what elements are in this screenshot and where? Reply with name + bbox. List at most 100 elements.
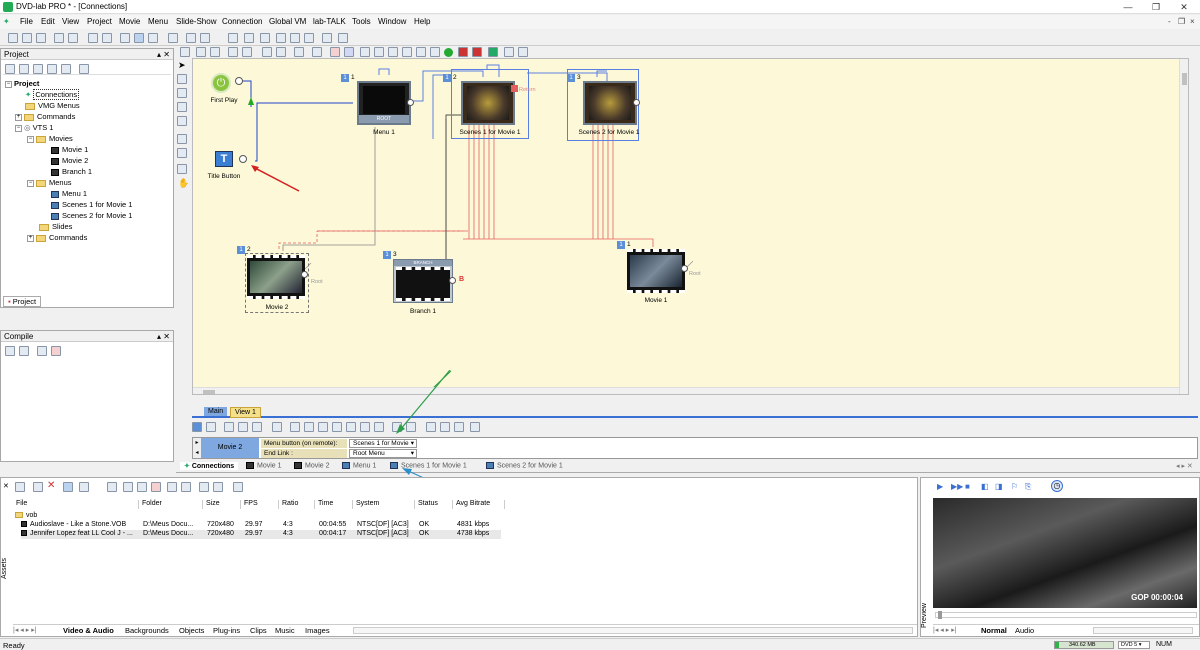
menu-global-vm[interactable]: Global VM bbox=[269, 17, 307, 26]
movie1-port[interactable] bbox=[681, 265, 688, 272]
table-row[interactable]: Jennifer Lopez feat LL Cool J - ... D:\M… bbox=[21, 530, 501, 539]
add-vts-icon[interactable] bbox=[5, 64, 15, 74]
preview-hscroll[interactable] bbox=[1093, 627, 1193, 634]
group-vob[interactable]: vob bbox=[15, 512, 37, 519]
preview-tab-normal[interactable]: Normal bbox=[981, 626, 1007, 635]
assets-close[interactable]: ✕ bbox=[3, 483, 9, 490]
object-tool-7-icon[interactable] bbox=[290, 422, 300, 432]
assets-tab-video-audio[interactable]: Video & Audio bbox=[63, 626, 114, 635]
movie2-node[interactable] bbox=[247, 255, 305, 299]
mark-icon[interactable]: ⚐ bbox=[1011, 482, 1019, 491]
object-tool-4-icon[interactable] bbox=[238, 422, 248, 432]
test-icon[interactable] bbox=[37, 346, 47, 356]
mdi-close[interactable]: × bbox=[1190, 17, 1195, 26]
zoom-in-icon[interactable] bbox=[276, 33, 286, 43]
table-row[interactable]: Audioslave - Like a Stone.VOB D:\Meus Do… bbox=[21, 521, 501, 530]
assets-delete-icon[interactable]: ✕ bbox=[47, 480, 56, 491]
delete-link-icon[interactable] bbox=[330, 47, 340, 57]
col-time[interactable]: Time bbox=[315, 500, 353, 509]
link-icon[interactable] bbox=[148, 33, 158, 43]
tree-item-branch1[interactable]: Branch 1 bbox=[51, 167, 92, 176]
preview-tab-audio[interactable]: Audio bbox=[1015, 626, 1035, 635]
menu-edit[interactable]: Edit bbox=[41, 17, 55, 26]
arrange-tool-icon[interactable] bbox=[177, 134, 187, 144]
flag-icon[interactable] bbox=[344, 47, 354, 57]
stop-icon[interactable] bbox=[51, 346, 61, 356]
assets-hscroll[interactable] bbox=[353, 627, 913, 634]
menu1-port[interactable] bbox=[407, 99, 414, 106]
assets-tool-9-icon[interactable] bbox=[233, 482, 243, 492]
tree-item-slides[interactable]: Slides bbox=[39, 222, 72, 231]
menu-menu[interactable]: Menu bbox=[148, 17, 169, 26]
undo-icon[interactable] bbox=[88, 33, 98, 43]
fast-forward-icon[interactable]: ▶▶ bbox=[951, 482, 964, 491]
scenes2-port[interactable] bbox=[633, 99, 640, 106]
connections-icon[interactable] bbox=[134, 33, 144, 43]
tree-item-movie1[interactable]: Movie 1 bbox=[51, 145, 88, 154]
close-button[interactable]: ✕ bbox=[1180, 2, 1188, 12]
doctab-menu1[interactable]: Menu 1 bbox=[342, 462, 376, 469]
settings-icon[interactable] bbox=[402, 47, 412, 57]
tree-item-connections[interactable]: ✦ Connections bbox=[25, 89, 80, 100]
branch1-port[interactable] bbox=[449, 277, 456, 284]
menu-lab-talk[interactable]: lab-TALK bbox=[313, 17, 346, 26]
scenes1-node[interactable] bbox=[461, 81, 515, 125]
menu-help[interactable]: Help bbox=[414, 17, 431, 26]
zoom-tool-icon[interactable] bbox=[177, 102, 187, 112]
assets-tool-5-icon[interactable] bbox=[167, 482, 177, 492]
layer-tool-icon[interactable] bbox=[177, 148, 187, 158]
tab-view1[interactable]: View 1 bbox=[230, 407, 261, 418]
distribute-icon[interactable] bbox=[244, 33, 254, 43]
assets-tool-6-icon[interactable] bbox=[181, 482, 191, 492]
properties-icon[interactable] bbox=[322, 33, 332, 43]
grid-icon[interactable] bbox=[260, 33, 270, 43]
add-folder-icon[interactable] bbox=[61, 64, 71, 74]
doctab-connections[interactable]: ✦ Connections bbox=[180, 462, 239, 470]
col-system[interactable]: System bbox=[353, 500, 415, 509]
doctab-scenes2[interactable]: Scenes 2 for Movie 1 bbox=[486, 462, 563, 469]
snap-icon[interactable] bbox=[228, 47, 238, 57]
menu-project[interactable]: Project bbox=[87, 17, 112, 26]
object-tool-12-icon[interactable] bbox=[360, 422, 370, 432]
stop-icon[interactable]: ■ bbox=[965, 482, 970, 491]
wizard-icon[interactable] bbox=[120, 33, 130, 43]
app-menu-icon[interactable]: ✦ bbox=[3, 17, 10, 26]
assets-tool-1-icon[interactable] bbox=[107, 482, 117, 492]
title-button-node[interactable]: T bbox=[215, 151, 233, 167]
assets-tool-4-icon[interactable] bbox=[151, 482, 161, 492]
menu-button-select[interactable]: Scenes 1 for Movie▾ bbox=[349, 439, 417, 448]
record-icon[interactable] bbox=[458, 47, 468, 57]
object-tool-16-icon[interactable] bbox=[426, 422, 436, 432]
object-tool-9-icon[interactable] bbox=[318, 422, 328, 432]
col-bitrate[interactable]: Avg Bitrate bbox=[453, 500, 505, 509]
order-icon[interactable] bbox=[294, 47, 304, 57]
preview-slider-thumb[interactable] bbox=[938, 611, 942, 619]
assets-sort-icon[interactable] bbox=[79, 482, 89, 492]
assets-open-icon[interactable] bbox=[33, 482, 43, 492]
assets-tab-nav[interactable]: |◂ ◂ ▸ ▸| bbox=[13, 627, 37, 634]
title-button-port[interactable] bbox=[239, 155, 247, 163]
next-frame-icon[interactable]: ◨ bbox=[995, 482, 1003, 491]
col-file[interactable]: File bbox=[13, 500, 139, 509]
object-tool-3-icon[interactable] bbox=[224, 422, 234, 432]
snapshot-icon[interactable]: ⎘ bbox=[1025, 482, 1032, 491]
import-icon[interactable] bbox=[186, 33, 196, 43]
tree-item-menus[interactable]: −Menus bbox=[27, 178, 72, 187]
first-play-port[interactable] bbox=[235, 77, 243, 85]
scenes2-node[interactable] bbox=[583, 81, 637, 125]
preview-tab-nav[interactable]: |◂ ◂ ▸ ▸| bbox=[933, 627, 957, 634]
disc-type-select[interactable]: DVD 5 ▾ bbox=[1118, 641, 1150, 649]
object-tool-1-icon[interactable] bbox=[192, 422, 202, 432]
menu-connection[interactable]: Connection bbox=[222, 17, 263, 26]
assets-tab-music[interactable]: Music bbox=[275, 626, 295, 635]
preview-slider[interactable] bbox=[935, 611, 1197, 619]
propgrid-arrows[interactable]: ▸◂ bbox=[193, 438, 201, 458]
timer-icon[interactable]: ◷ bbox=[1051, 480, 1063, 492]
object-tool-13-icon[interactable] bbox=[374, 422, 384, 432]
redo-icon[interactable] bbox=[102, 33, 112, 43]
col-size[interactable]: Size bbox=[203, 500, 241, 509]
assets-tool-8-icon[interactable] bbox=[213, 482, 223, 492]
split-icon[interactable] bbox=[312, 47, 322, 57]
connections-view-icon[interactable] bbox=[196, 47, 206, 57]
doctab-scenes1[interactable]: Scenes 1 for Movie 1 bbox=[390, 462, 467, 469]
